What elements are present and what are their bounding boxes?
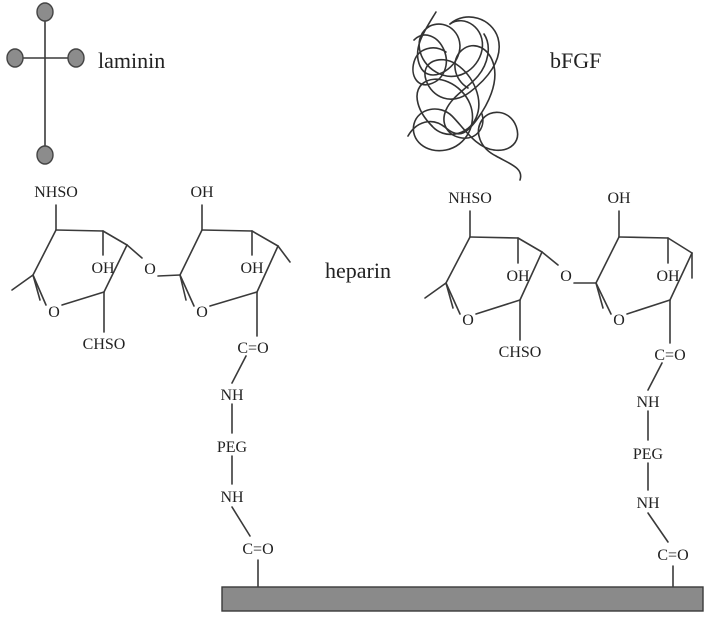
left-nhso-label: NHSO (34, 184, 78, 201)
right-carbonyl-label: C=O (654, 347, 685, 364)
substrate-surface (221, 586, 704, 612)
laminin-label: laminin (98, 48, 165, 73)
left-carbonyl-label-2: C=O (242, 541, 273, 558)
left-nh-label-1: NH (220, 387, 244, 404)
bfgf-label: bFGF (550, 48, 601, 73)
left-ring1-oxygen: O (48, 304, 60, 321)
left-chso-label: CHSO (83, 336, 126, 353)
right-nhso-label: NHSO (448, 190, 492, 207)
left-carbonyl-label: C=O (237, 340, 268, 357)
heparin-chain-right: NHSO OH O CHSO O OH OH O C=O NH PEG NH C… (424, 190, 693, 587)
left-peg-label: PEG (217, 439, 248, 456)
right-chso-label: CHSO (499, 344, 542, 361)
left-ring2-oh-top: OH (190, 184, 214, 201)
right-ring1-oxygen: O (462, 312, 474, 329)
right-ring2-oh-label: OH (656, 268, 680, 285)
right-glycosidic-oxygen: O (560, 268, 572, 285)
laminin-node-bottom (36, 145, 54, 165)
right-ring1-oh-label: OH (506, 268, 530, 285)
right-ring2-oxygen: O (613, 312, 625, 329)
right-carbonyl-label-2: C=O (657, 547, 688, 564)
laminin-molecule (6, 2, 85, 165)
laminin-node-left (6, 48, 24, 68)
bfgf-protein (407, 11, 522, 181)
right-nh-label-1: NH (636, 394, 660, 411)
left-ring2-oh-label: OH (240, 260, 264, 277)
left-ring1-oh-label: OH (91, 260, 115, 277)
right-ring2-oh-top: OH (607, 190, 631, 207)
laminin-node-right (67, 48, 85, 68)
right-nh-label-2: NH (636, 495, 660, 512)
left-ring2-oxygen: O (196, 304, 208, 321)
left-glycosidic-oxygen: O (144, 261, 156, 278)
left-nh-label-2: NH (220, 489, 244, 506)
laminin-node-top (36, 2, 54, 22)
heparin-label: heparin (325, 258, 391, 283)
right-peg-label: PEG (633, 446, 664, 463)
heparin-chain-left: NHSO OH O CHSO O OH OH O C=O NH PEG NH C… (11, 184, 291, 587)
